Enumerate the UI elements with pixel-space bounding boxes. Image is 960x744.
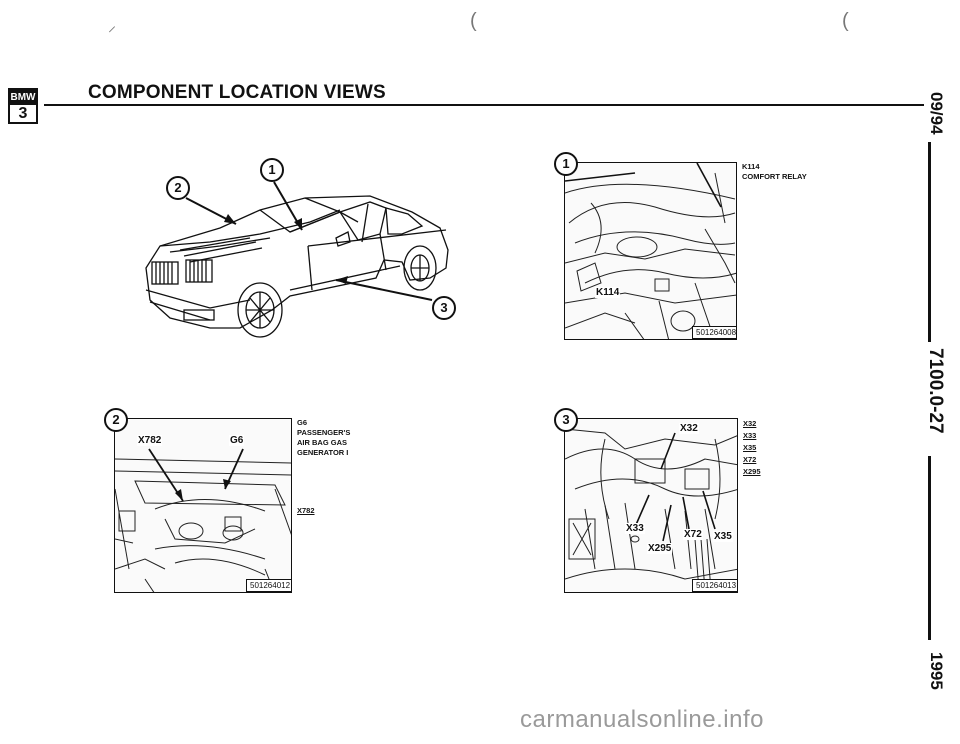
panel2-caption-code: G6: [297, 418, 308, 427]
panel1-photo: K114 501264008: [564, 162, 737, 340]
margin-date: 09/94: [927, 92, 946, 135]
margin-mark: (: [842, 10, 849, 32]
logo-bmw-text: BMW: [10, 90, 36, 105]
panel2-photo: X782 G6 501264012: [114, 418, 292, 593]
panel3-photo-label-x33: X33: [625, 523, 645, 534]
car-overview-illustration: [145, 181, 449, 338]
callout-2-car: 2: [166, 176, 190, 200]
panel2-ref-number: 501264012: [246, 579, 291, 592]
callout-2-panel: 2: [104, 408, 128, 432]
callout-1-panel: 1: [554, 152, 578, 176]
footer-watermark: carmanualsonline.info: [520, 706, 764, 733]
panel3-photo-label-x72: X72: [683, 529, 703, 540]
panel3-legend-x295: X295: [743, 467, 761, 476]
panel3-legend-x35: X35: [743, 443, 757, 452]
logo-series-text: 3: [18, 105, 28, 122]
panel3-photo-label-x35: X35: [713, 531, 733, 542]
panel3-photo: X32 X33 X72 X35 X295 501264013: [564, 418, 738, 593]
margin-rule-bottom: [928, 456, 931, 640]
page-title: COMPONENT LOCATION VIEWS: [88, 82, 386, 103]
panel2-photo-label-g6: G6: [229, 435, 245, 446]
panel3-legend-x32: X32: [743, 419, 757, 428]
panel3-legend-x72: X72: [743, 455, 757, 464]
panel3-legend-x33: X33: [743, 431, 757, 440]
header-rule: [44, 104, 924, 106]
callout-3-panel: 3: [554, 408, 578, 432]
margin-mark: (: [470, 10, 477, 32]
panel1-caption-text: COMFORT RELAY: [742, 172, 807, 181]
margin-page-number: 7100.0-27: [925, 348, 946, 434]
panel1-ref-number: 501264008: [692, 326, 736, 339]
panel3-ref-number: 501264013: [692, 579, 737, 592]
callout-3-car: 3: [432, 296, 456, 320]
margin-mark: ⸝: [108, 18, 117, 35]
panel2-legend-x782: X782: [297, 506, 315, 515]
callout-1-car: 1: [260, 158, 284, 182]
panel3-photo-label-x32: X32: [679, 423, 699, 434]
panel2-photo-label-x782: X782: [137, 435, 163, 446]
margin-rule-top: [928, 142, 931, 342]
bmw-3-logo: BMW 3: [8, 88, 38, 124]
panel1-caption-code: K114: [742, 162, 760, 171]
margin-year: 1995: [927, 652, 946, 690]
panel2-caption-text: PASSENGER'S AIR BAG GAS GENERATOR I: [297, 428, 351, 457]
panel3-photo-label-x295: X295: [647, 543, 673, 554]
panel1-photo-label-k114: K114: [595, 287, 621, 298]
